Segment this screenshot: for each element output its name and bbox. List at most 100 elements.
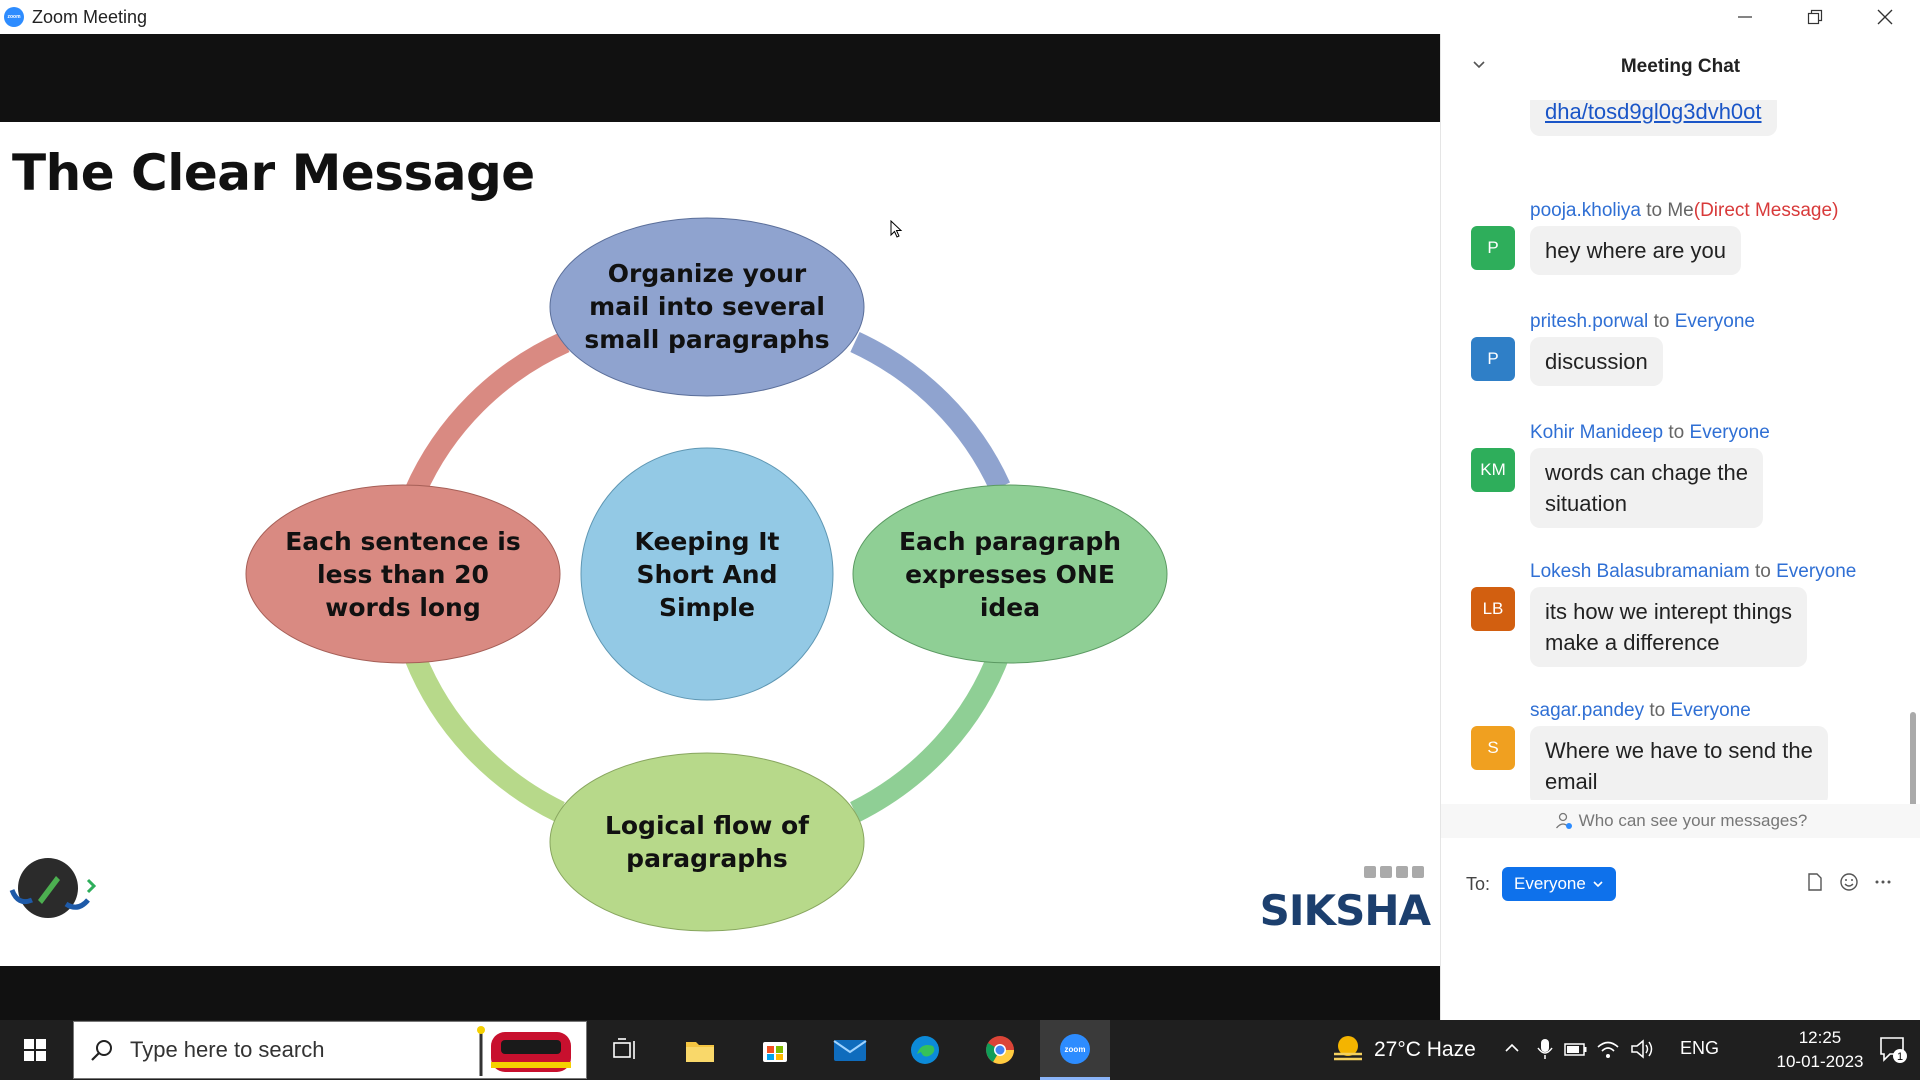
store-icon [763,1042,787,1062]
sender-name[interactable]: sagar.pandey [1530,700,1645,721]
chat-header: Meeting Chat [1441,34,1920,100]
message-bubble: hey where are you [1530,226,1741,275]
chrome-icon [986,1036,1014,1064]
taskbar-search[interactable]: Type here to search [73,1021,587,1079]
minimize-button[interactable] [1710,0,1780,34]
mail-button[interactable] [815,1020,885,1080]
message-meta: pritesh.porwal to Everyone [1530,311,1755,332]
chevron-up-icon[interactable] [1502,1038,1522,1058]
search-icon [91,1040,112,1061]
restore-button[interactable] [1780,0,1850,34]
windows-taskbar: Type here to search zoom 27°C Haze [0,1020,1920,1080]
node-center [580,447,834,701]
chevron-down-icon[interactable] [1471,56,1487,72]
node-right [852,484,1168,664]
clock-time: 12:25 [1798,1028,1842,1047]
task-view-icon [613,1038,635,1059]
privacy-notice[interactable]: Who can see your messages? [1441,804,1920,838]
message-meta: Lokesh Balasubramaniam to Everyone [1530,561,1857,582]
avatar: P [1471,226,1515,270]
avatar: KM [1471,448,1515,492]
to-label: To: [1466,873,1491,894]
compose-tools [1805,872,1893,892]
close-button[interactable] [1850,0,1920,34]
slide-title: The Clear Message [12,144,535,202]
search-highlight-train-icon [477,1026,571,1076]
avatar: P [1471,337,1515,381]
speaker-icon[interactable] [1630,1038,1654,1060]
arc-bottom-left [404,652,565,822]
sender-name[interactable]: Kohir Manideep [1530,422,1664,443]
windows-icon [24,1039,46,1061]
restore-icon [1807,9,1823,25]
window-title-bar: zoom Zoom Meeting [0,0,1920,34]
zoom-taskbar-label: zoom [1065,1045,1086,1054]
mail-icon [833,1040,867,1061]
file-icon[interactable] [1805,872,1825,892]
weather-text: 27°C Haze [1374,1038,1476,1061]
avatar: LB [1471,587,1515,631]
notification-icon: 1 [1880,1037,1907,1063]
chat-link[interactable]: dha/tosd9gl0g3dvh0ot [1530,100,1777,136]
notification-center-button[interactable]: 1 [1878,1034,1908,1069]
battery-icon[interactable] [1564,1038,1588,1060]
arc-right-bottom [850,648,1011,822]
zoom-app-icon: zoom [4,7,24,27]
more-icon[interactable] [1873,872,1893,892]
recipient-value: Everyone [1514,874,1586,893]
minimize-icon [1738,16,1752,18]
message-bubble: discussion [1530,337,1663,386]
edge-button[interactable] [890,1020,960,1080]
privacy-text: Who can see your messages? [1578,811,1808,830]
search-placeholder: Type here to search [130,1037,325,1062]
message-meta: sagar.pandey to Everyone [1530,700,1751,721]
node-left [245,484,561,664]
microphone-icon[interactable] [1536,1038,1554,1060]
mouse-cursor-icon [890,220,903,238]
file-explorer-button[interactable] [665,1020,735,1080]
close-icon [1877,9,1893,25]
chevron-down-icon [1593,881,1603,888]
scrollbar-thumb[interactable] [1910,712,1916,832]
arc-top-right [850,332,1011,492]
sender-name[interactable]: pritesh.porwal [1530,311,1649,332]
meeting-chat-panel: Meeting Chat dha/tosd9gl0g3dvh0ot P pooj… [1440,34,1920,1020]
direct-message-tag: (Direct Message) [1693,200,1839,221]
weather-widget[interactable]: 27°C Haze [1330,1034,1476,1066]
notification-count: 1 [1897,1051,1903,1063]
microsoft-store-button[interactable] [740,1020,810,1080]
clock-date: 10-01-2023 [1776,1052,1864,1071]
sender-name[interactable]: pooja.kholiya [1530,200,1641,221]
clock[interactable]: 12:25 10-01-2023 [1760,1026,1880,1074]
window-controls [1710,0,1920,34]
emoji-icon[interactable] [1839,872,1859,892]
chat-message-list[interactable]: dha/tosd9gl0g3dvh0ot P pooja.kholiya to … [1441,100,1907,800]
avatar: S [1471,726,1515,770]
language-indicator[interactable]: ENG [1680,1038,1720,1058]
chat-scrollbar[interactable] [1907,100,1919,832]
message-meta: Kohir Manideep to Everyone [1530,422,1770,443]
wifi-icon[interactable] [1596,1038,1620,1060]
start-button[interactable] [0,1020,70,1080]
folder-icon [686,1042,714,1062]
stl-logo [9,858,97,918]
zoom-icon: zoom [1060,1033,1090,1064]
chat-title: Meeting Chat [1620,56,1741,77]
task-view-button[interactable] [590,1020,660,1080]
edge-icon [911,1036,939,1064]
recipient-dropdown[interactable]: Everyone [1502,867,1616,901]
chrome-button[interactable] [965,1020,1035,1080]
haze-weather-icon [1334,1036,1362,1061]
siksha-logo: SIKSHA [1260,862,1432,935]
sender-name[interactable]: Lokesh Balasubramaniam [1530,561,1750,582]
zoom-taskbar-button[interactable]: zoom [1040,1020,1110,1080]
